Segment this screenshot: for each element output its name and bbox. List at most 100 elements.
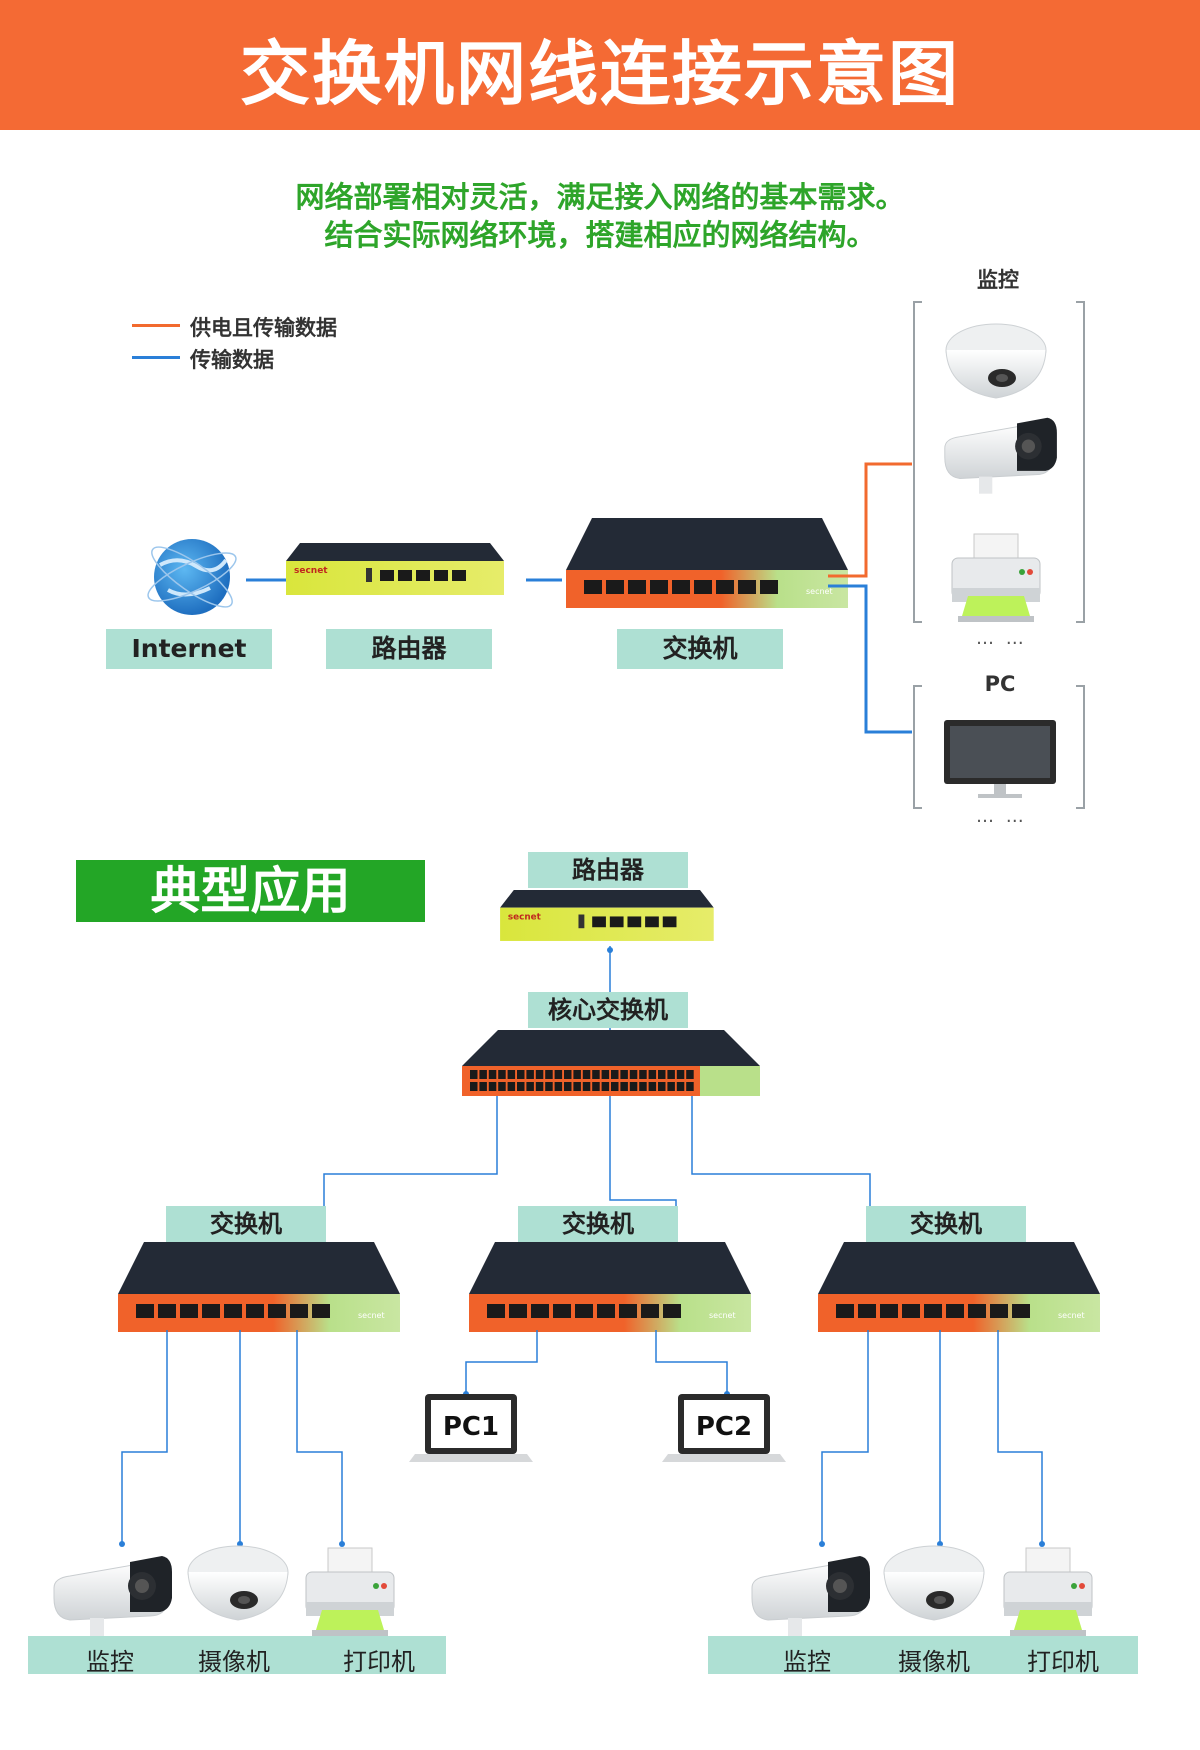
core-switch-port	[611, 1082, 619, 1091]
top-bullet-camera-icon	[944, 417, 1058, 495]
core-switch-port	[667, 1070, 675, 1079]
core-switch-port	[517, 1070, 525, 1079]
core-switch-port	[470, 1082, 478, 1091]
label-router: 路由器	[326, 629, 492, 669]
left-bullet-camera-icon	[53, 1555, 173, 1637]
pc-ellipsis: … …	[976, 806, 1027, 827]
core-switch-port	[648, 1082, 657, 1091]
page-title: 交换机网线连接示意图	[240, 33, 960, 115]
core-switch-port	[658, 1070, 666, 1079]
core-switch-port	[592, 1082, 600, 1091]
core-switch-port	[667, 1082, 675, 1091]
right-device-label-bar	[708, 1636, 1138, 1674]
legend-label-data: 传输数据	[190, 348, 274, 372]
internet-globe-icon	[147, 539, 237, 615]
label-internet: Internet	[106, 629, 272, 669]
app-router-icon	[500, 890, 714, 941]
label-pc2: PC2	[695, 1412, 753, 1442]
label-right-monitor: 监控	[783, 1648, 831, 1676]
group-label-monitor: 监控	[977, 268, 1019, 292]
right-printer-icon	[1003, 1547, 1093, 1637]
core-switch-port	[545, 1070, 553, 1079]
left-device-label-bar	[28, 1636, 446, 1674]
core-switch-port	[564, 1082, 572, 1091]
link-switch-monitor	[828, 462, 912, 578]
label-switch: 交换机	[617, 629, 783, 669]
label-left-monitor: 监控	[86, 1648, 134, 1676]
core-switch-port	[526, 1082, 534, 1091]
core-switch-port	[592, 1070, 600, 1079]
core-switch-port	[507, 1082, 516, 1091]
typical-application-banner: 典型应用	[76, 860, 425, 922]
core-switch-port	[629, 1082, 638, 1091]
link-switch-pc	[828, 584, 912, 734]
left-switch-device-links	[121, 1330, 343, 1544]
label-switch-mid: 交换机	[518, 1206, 678, 1242]
label-right-printer: 打印机	[1027, 1648, 1099, 1676]
core-switch-port	[573, 1070, 581, 1079]
core-switch-port	[676, 1082, 685, 1091]
core-switch-icon	[462, 1030, 760, 1096]
app-switch-mid-icon	[469, 1242, 751, 1332]
label-left-printer: 打印机	[343, 1648, 415, 1676]
core-switch-port	[658, 1082, 666, 1091]
label-right-camera: 摄像机	[898, 1648, 970, 1676]
pc-group-bracket	[913, 685, 1085, 809]
core-switch-port	[488, 1070, 497, 1079]
core-switch-port	[507, 1070, 516, 1079]
core-switch-port	[564, 1070, 572, 1079]
core-switch-port	[535, 1070, 544, 1079]
label-switch-left: 交换机	[166, 1206, 326, 1242]
core-switch-port	[498, 1070, 506, 1079]
core-switch-port	[686, 1070, 694, 1079]
core-switch-port	[611, 1070, 619, 1079]
core-switch-port	[601, 1082, 610, 1091]
label-pc1: PC1	[442, 1412, 500, 1442]
core-switch-port	[470, 1070, 478, 1079]
monitor-group-bracket	[913, 301, 1085, 623]
core-switch-port	[498, 1082, 506, 1091]
group-label-pc: PC	[984, 672, 1016, 696]
app-switch-left-icon	[118, 1242, 400, 1332]
mid-switch-pc-links	[465, 1330, 728, 1394]
core-switch-port	[601, 1070, 610, 1079]
top-printer-icon	[951, 533, 1041, 623]
core-switch-port	[554, 1070, 563, 1079]
core-switch-port	[639, 1070, 647, 1079]
core-switch-port	[545, 1082, 553, 1091]
header-bar	[0, 0, 1200, 130]
core-switch-port	[582, 1082, 591, 1091]
core-switch-port	[517, 1082, 525, 1091]
intro-line-2: 结合实际网络环境，搭建相应的网络结构。	[324, 218, 876, 252]
core-switch-port	[582, 1070, 591, 1079]
label-core-switch: 核心交换机	[528, 992, 688, 1028]
top-router-icon	[286, 543, 504, 595]
intro-line-1: 网络部署相对灵活，满足接入网络的基本需求。	[295, 180, 905, 214]
core-switch-port	[676, 1070, 685, 1079]
legend-label-power: 供电且传输数据	[190, 316, 337, 340]
core-switch-port	[526, 1070, 534, 1079]
core-switch-port	[639, 1082, 647, 1091]
label-left-camera: 摄像机	[198, 1648, 270, 1676]
core-switch-port	[479, 1070, 487, 1079]
core-switch-port	[648, 1070, 657, 1079]
right-switch-device-links	[821, 1330, 1043, 1544]
top-dome-camera-icon	[945, 323, 1047, 399]
right-bullet-camera-icon	[751, 1555, 871, 1637]
left-dome-camera-icon	[187, 1545, 289, 1621]
right-dome-camera-icon	[883, 1545, 985, 1621]
core-switch-port	[488, 1082, 497, 1091]
core-switch-port	[620, 1070, 628, 1079]
label-switch-right: 交换机	[866, 1206, 1026, 1242]
core-switch-port	[686, 1082, 694, 1091]
core-switch-port	[620, 1082, 628, 1091]
core-switch-port	[573, 1082, 581, 1091]
label-app-router: 路由器	[528, 852, 688, 888]
core-switch-port	[629, 1070, 638, 1079]
core-switch-port	[479, 1082, 487, 1091]
core-switch-port	[554, 1082, 563, 1091]
app-switch-right-icon	[818, 1242, 1100, 1332]
monitor-ellipsis: … …	[976, 628, 1027, 649]
core-switch-port	[535, 1082, 544, 1091]
top-switch-icon	[566, 518, 848, 608]
